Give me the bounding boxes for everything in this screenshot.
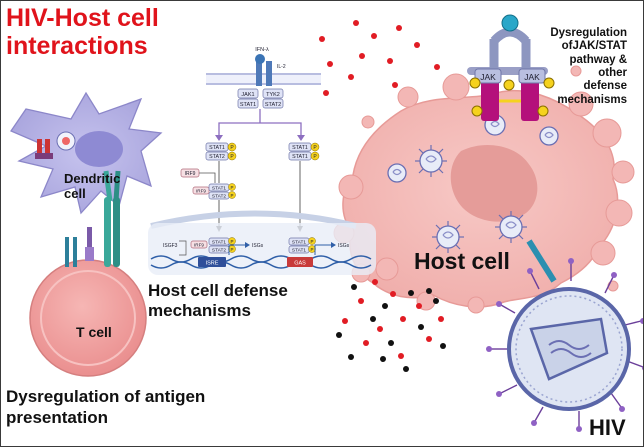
pathway-irf9-label: IRF9 xyxy=(185,171,196,177)
pathway-stat1-dna-label: STAT1 xyxy=(212,240,227,246)
pathway-p-b1: P xyxy=(313,145,317,151)
jak-right-label: JAK xyxy=(524,72,540,82)
jak-stat-line-6: mechanisms xyxy=(557,93,627,106)
pathway-panel: IFN-λ IL-2 JAK1 TYK2 STAT1 STAT2 STAT1 S… xyxy=(148,47,376,275)
ligand xyxy=(501,14,519,32)
defense-label-line-2: mechanisms xyxy=(148,301,251,321)
pathway-p-a1: P xyxy=(230,145,234,151)
antigen-label-line-1: Dysregulation of antigen xyxy=(6,387,206,406)
pathway-irf9-complex-label: IRF9 xyxy=(196,189,206,194)
pathway-p-d2: P xyxy=(230,247,233,252)
antigen-label-line-2: presentation xyxy=(6,408,109,428)
pathway-jak1-label: JAK1 xyxy=(241,92,254,98)
pathway-isgs-right-label: ISGs xyxy=(338,243,350,249)
pathway-stat1-right-b-label: STAT1 xyxy=(292,154,308,160)
pathway-receptor-label: IL-2 xyxy=(277,64,286,70)
pathway-stat1-left-label: STAT1 xyxy=(209,145,225,151)
pathway-stat2-complex-label: STAT2 xyxy=(212,194,227,200)
cytokine-dots-black xyxy=(336,284,446,372)
pathway-p-c1: P xyxy=(230,185,233,190)
dendritic-label-line-2: cell xyxy=(64,185,86,201)
dendritic-cell xyxy=(10,91,163,215)
figure-title: HIV-Host cell interactions xyxy=(6,4,159,60)
jak-stat-line-3: pathway & xyxy=(569,53,627,66)
pathway-ligand-label: IFN-λ xyxy=(255,47,269,53)
jak-stat-line-4: other xyxy=(598,66,627,79)
pathway-gas-label: GAS xyxy=(294,261,306,267)
pathway-stat1-top-label: STAT1 xyxy=(240,102,256,108)
host-defense-label: Host cell defense mechanisms xyxy=(148,281,288,322)
t-cell-label: T cell xyxy=(76,324,112,340)
host-cell-nucleus xyxy=(450,144,538,222)
hiv-virion xyxy=(486,239,643,432)
jak-left-label: JAK xyxy=(480,72,496,82)
hiv-capsid xyxy=(529,317,609,381)
pathway-isgf3-label: ISGF3 xyxy=(163,243,178,249)
t-cell xyxy=(29,170,147,377)
title-line-2: interactions xyxy=(6,31,148,60)
dendritic-label-line-1: Dendritic xyxy=(64,171,121,186)
pathway-tyk2-label: TYK2 xyxy=(266,92,280,98)
pathway-stat1-gas-b-label: STAT1 xyxy=(292,248,307,254)
defense-label-line-1: Host cell defense xyxy=(148,281,288,300)
pathway-stat1-complex-label: STAT1 xyxy=(212,186,227,192)
antigen-presentation-label: Dysregulation of antigen presentation xyxy=(6,386,205,429)
pathway-p-a2: P xyxy=(230,154,234,160)
t-cell-body xyxy=(29,259,147,377)
virion-spikes xyxy=(415,145,527,253)
pathway-stat1-gas-a-label: STAT1 xyxy=(292,240,307,246)
cytokine-dots-red xyxy=(319,20,444,359)
title-line-1: HIV-Host cell xyxy=(6,4,159,32)
jak-stat-line-1: Dysregulation xyxy=(550,27,627,39)
pathway-stat2-left-label: STAT2 xyxy=(209,154,225,160)
jak-stat-line-5: defense xyxy=(583,80,627,93)
pathway-irf9-dna-label: IRF9 xyxy=(194,243,204,248)
host-cell-label: Host cell xyxy=(414,248,510,274)
pathway-isgs-left-label: ISGs xyxy=(252,243,264,249)
jak-receptor: JAK JAK xyxy=(467,14,555,121)
pathway-p-e2: P xyxy=(310,247,313,252)
jak-stat-dysregulation-label: Dysregulation ofJAK/STAT pathway & other… xyxy=(550,27,627,107)
pathway-p-e1: P xyxy=(310,239,313,244)
pathway-stat2-top-label: STAT2 xyxy=(265,102,281,108)
pathway-stat1-right-a-label: STAT1 xyxy=(292,145,308,151)
pathway-stat2-dna-label: STAT2 xyxy=(212,248,227,254)
dendritic-cell-nucleus xyxy=(75,131,123,167)
pathway-p-d1: P xyxy=(230,239,233,244)
budding-virions xyxy=(387,114,559,249)
pathway-p-b2: P xyxy=(313,154,317,160)
pathway-p-c2: P xyxy=(230,193,233,198)
dendritic-cell-label: Dendritic cell xyxy=(64,171,121,202)
pathway-isre-label: ISRE xyxy=(206,261,219,267)
jak-stat-line-2: ofJAK/STAT xyxy=(561,40,627,53)
hiv-label: HIV xyxy=(589,415,626,440)
